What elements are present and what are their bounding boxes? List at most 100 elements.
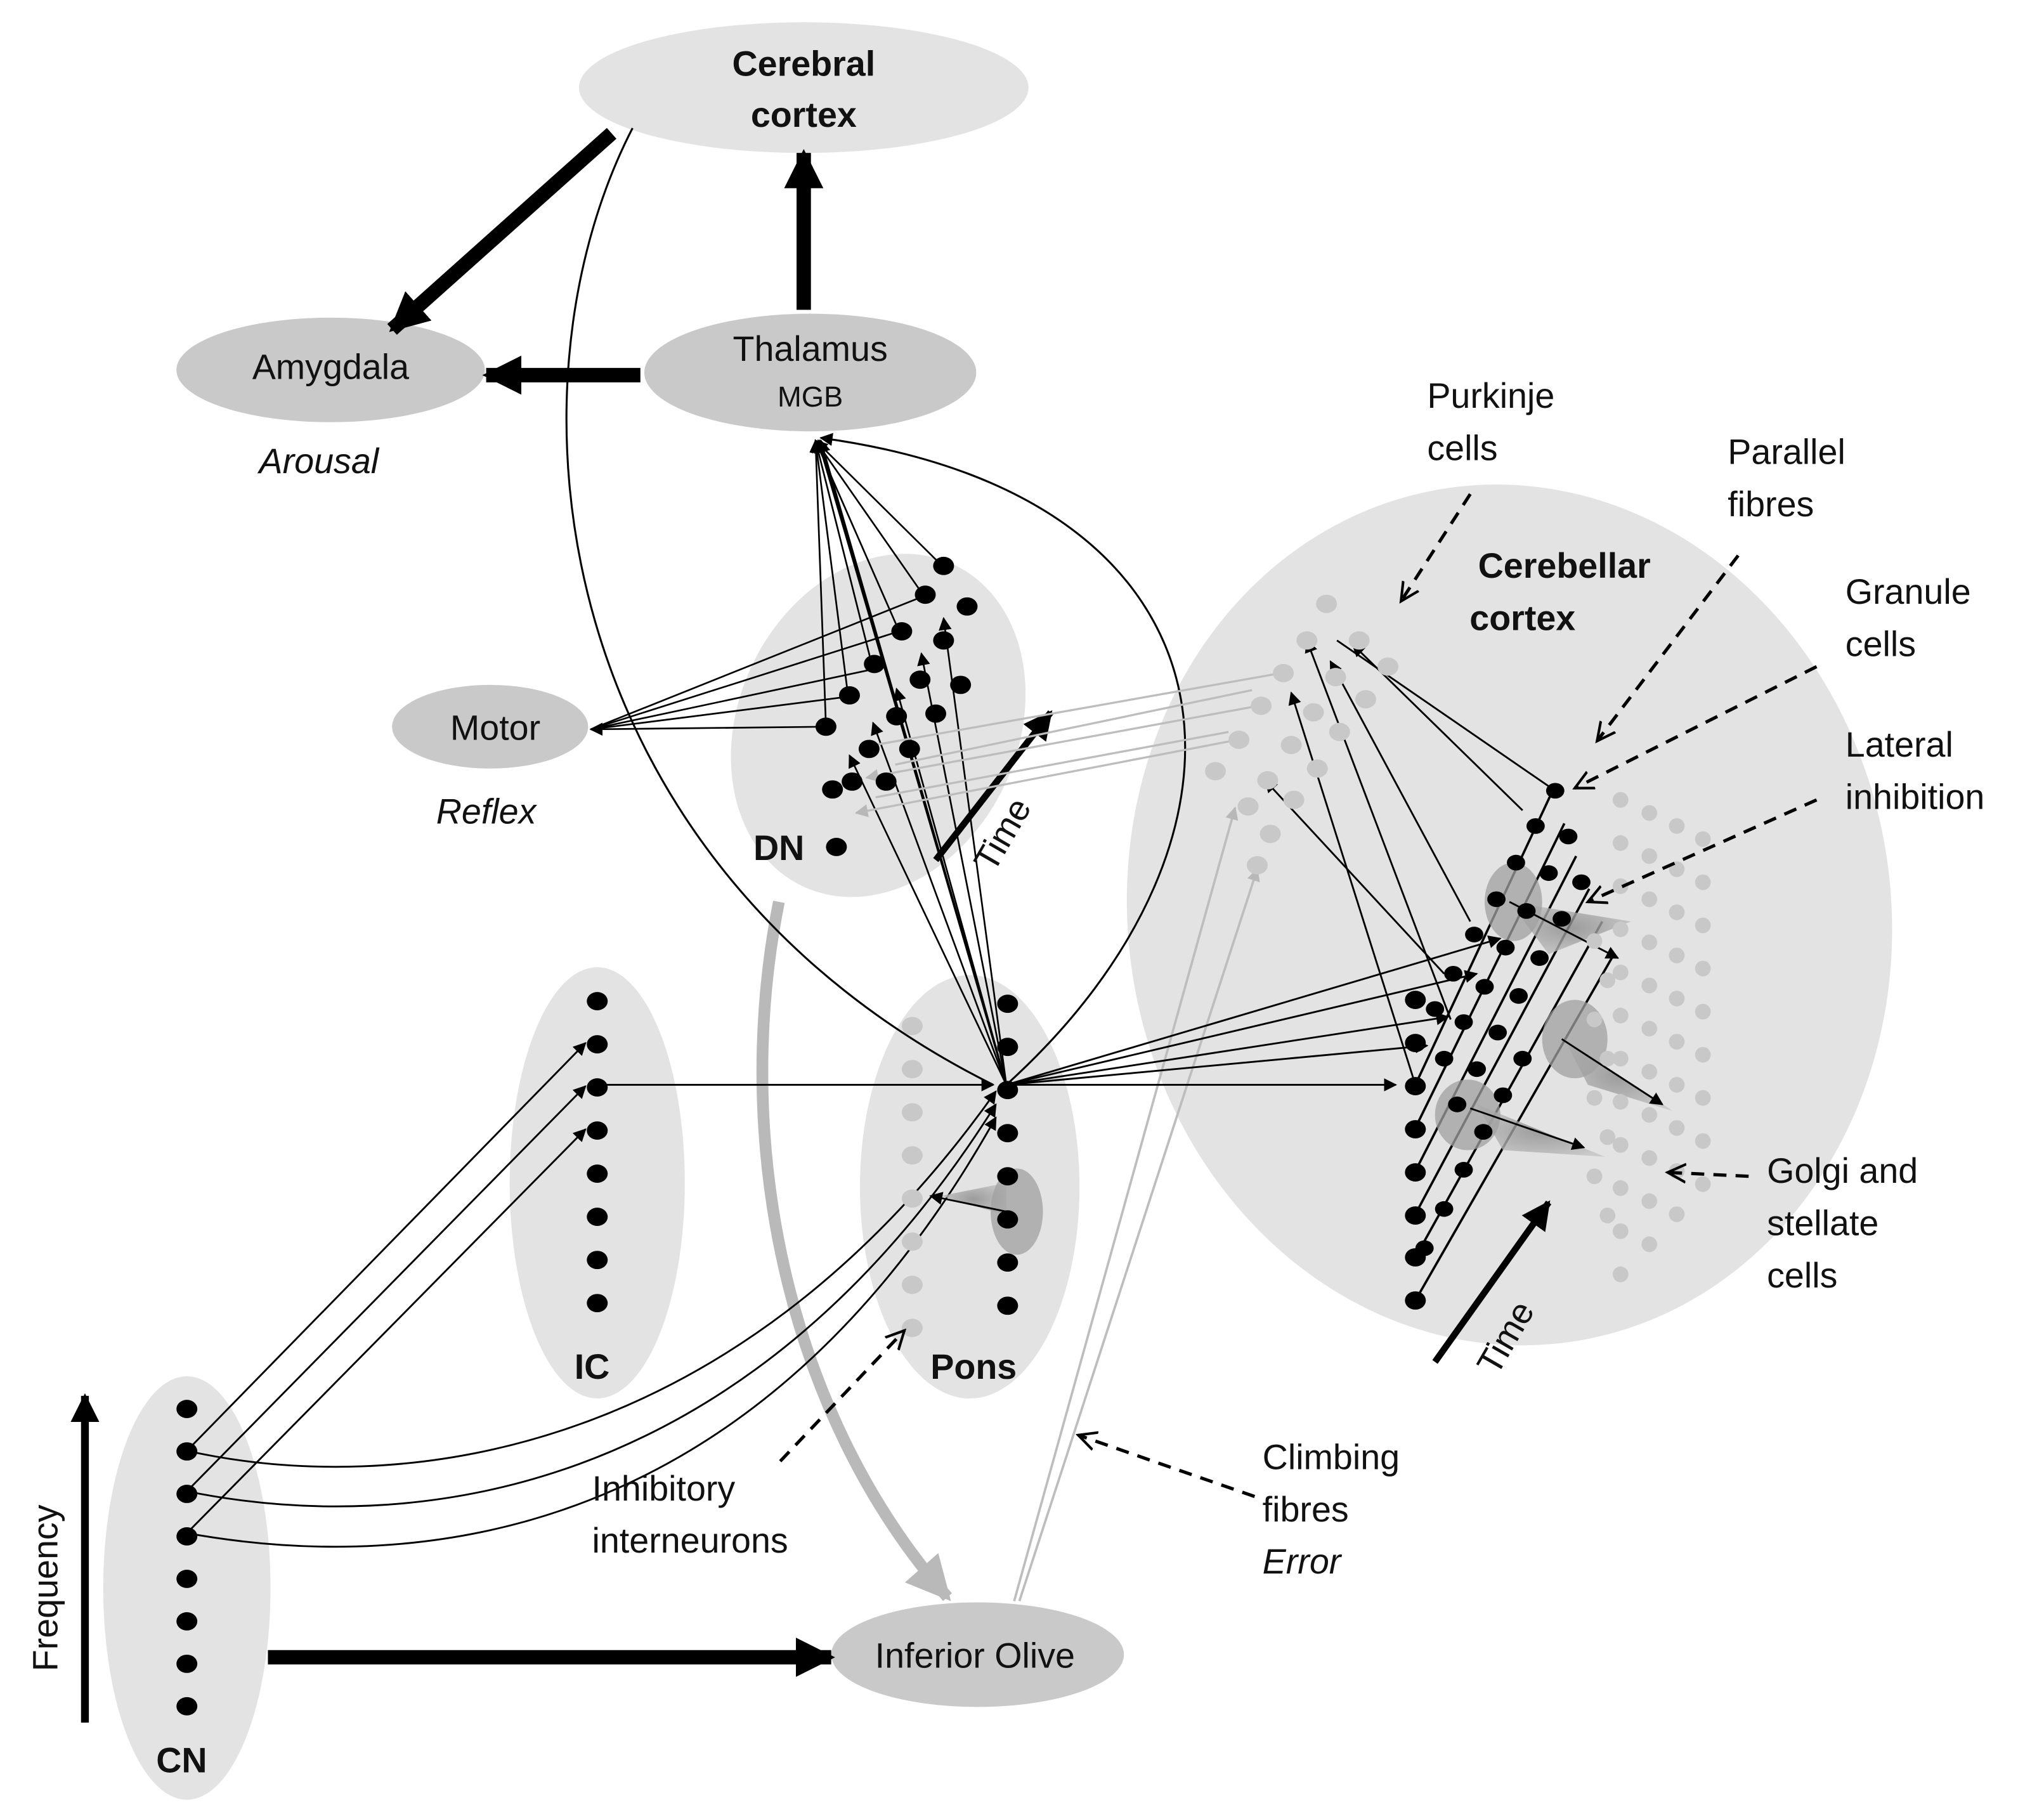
golgi-stellate-cell [1695,960,1711,977]
dn-neuron [891,622,913,641]
golgi-stellate-cell [1612,835,1629,851]
inhibitory-interneurons-label-line2: interneurons [592,1521,788,1560]
pons-interneuron [901,1146,923,1165]
ic-neuron [587,1121,608,1140]
dn-neuron [925,704,946,723]
amygdala-region [176,317,485,422]
golgi-stellate-cell [1586,1012,1603,1027]
golgi-stellate-cell [1586,1168,1603,1185]
neuron-cells [176,556,1711,1716]
golgi-stellate-cell [1669,1077,1685,1093]
dn-neuron [838,686,860,705]
dn-neuron [909,670,931,689]
parallel-fibre-cell [1454,1162,1473,1178]
golgi-stellate-cell [1641,1236,1658,1253]
purkinje-cell [1257,771,1279,790]
dn-neuron [886,707,908,726]
pons-interneuron [901,1232,923,1251]
golgi-stellate-cell [1599,972,1616,988]
inhibitory-interneurons-label: Inhibitory [592,1469,736,1508]
ic-neuron [587,1164,608,1183]
purkinje-cell [1303,703,1324,722]
golgi-stellate-cell [1612,1223,1629,1239]
purkinje-cell [1377,657,1398,676]
parallel-fibre-cell [1496,939,1515,956]
golgi-stellate-cell [1695,1133,1711,1149]
pons-label: Pons [930,1347,1017,1386]
purkinje-cell [1348,631,1370,650]
pons-interneuron [901,1275,923,1294]
arousal-label: Arousal [257,441,380,481]
cn-neuron [176,1570,198,1588]
pons-region [859,975,1080,1399]
motor-label: Motor [450,708,540,747]
pons-neuron [997,1081,1019,1100]
granule-cells-label-line2: cells [1845,625,1916,664]
parallel-fibre-cell [1559,828,1578,845]
ic-neuron [587,1251,608,1270]
parallel-fibres-label-line2: fibres [1728,485,1814,524]
purkinje-cell [1306,759,1328,778]
parallel-fibre-cell [1487,891,1506,908]
granule-cell [1405,1206,1426,1225]
parallel-fibre-cell [1475,979,1494,995]
mgb-label: MGB [778,381,843,413]
parallel-fibre-cell [1517,903,1536,919]
golgi-stellate-cell [1641,891,1658,908]
dn-neuron [950,675,972,694]
ic-label: IC [575,1347,610,1386]
parallel-fibre-cell [1530,950,1549,966]
purkinje-to-dn-projections [854,672,1281,818]
frequency-axis-label: Frequency [26,1504,65,1671]
dn-neuron [815,717,836,736]
ic-neuron [587,992,608,1011]
cn-neuron [176,1612,198,1631]
dn-neuron [826,837,847,856]
amygdala-label: Amygdala [252,348,409,387]
golgi-stellate-cell [1612,1180,1629,1196]
golgi-stellate-cell [1599,1208,1616,1223]
ic-neuron [587,1035,608,1054]
purkinje-cell [1355,690,1376,708]
reflex-label: Reflex [436,792,538,831]
dn-to-motor-fan [589,595,925,736]
golgi-stellate-cell [1669,1206,1685,1222]
parallel-fibre-cell [1415,1240,1434,1256]
pons-interneuron [901,1189,923,1208]
purkinje-cell [1260,824,1281,844]
dn-neuron [915,585,936,604]
pons-to-thalamus-fan [815,439,1008,1085]
purkinje-cell [1296,631,1318,650]
golgi-stellate-cell [1612,1266,1629,1282]
dn-to-inferior-olive-pathway [756,901,953,1601]
golgi-stellate-cell [1695,831,1711,847]
pons-neuron [997,1038,1019,1057]
parallel-fibre-cell [1539,865,1558,881]
parallel-fibre-cell [1513,1050,1532,1067]
granule-cell [1405,1077,1426,1095]
parallel-fibre-cell [1444,965,1462,982]
dn-neuron [858,740,880,759]
cn-neuron [176,1485,198,1503]
golgi-stellate-cell [1612,1050,1629,1067]
golgi-stellate-cell [1641,1020,1658,1037]
pons-interneuron [901,1017,923,1036]
climbing-fibres-label: Climbing [1263,1437,1400,1476]
golgi-label: Golgi and [1767,1151,1918,1190]
lateral-inhibition-label: Lateral [1845,725,1953,764]
golgi-stellate-cell [1612,964,1629,981]
purkinje-label: Purkinje [1427,376,1554,415]
cn-label: CN [156,1740,207,1780]
dn-neuron [842,772,863,791]
parallel-fibre-cell [1468,1061,1487,1078]
golgi-stellate-cell [1612,878,1629,894]
golgi-stellate-cell [1641,1150,1658,1166]
parallel-fibre-cell [1435,1050,1454,1067]
granule-cells-label: Granule [1845,572,1971,611]
dn-neuron [899,740,920,759]
dn-neuron [933,631,954,650]
dn-neuron [875,772,897,791]
dn-region [731,554,1026,897]
parallel-fibre-cell [1546,783,1565,799]
climbing-fibres-label-line2: fibres [1263,1490,1349,1529]
